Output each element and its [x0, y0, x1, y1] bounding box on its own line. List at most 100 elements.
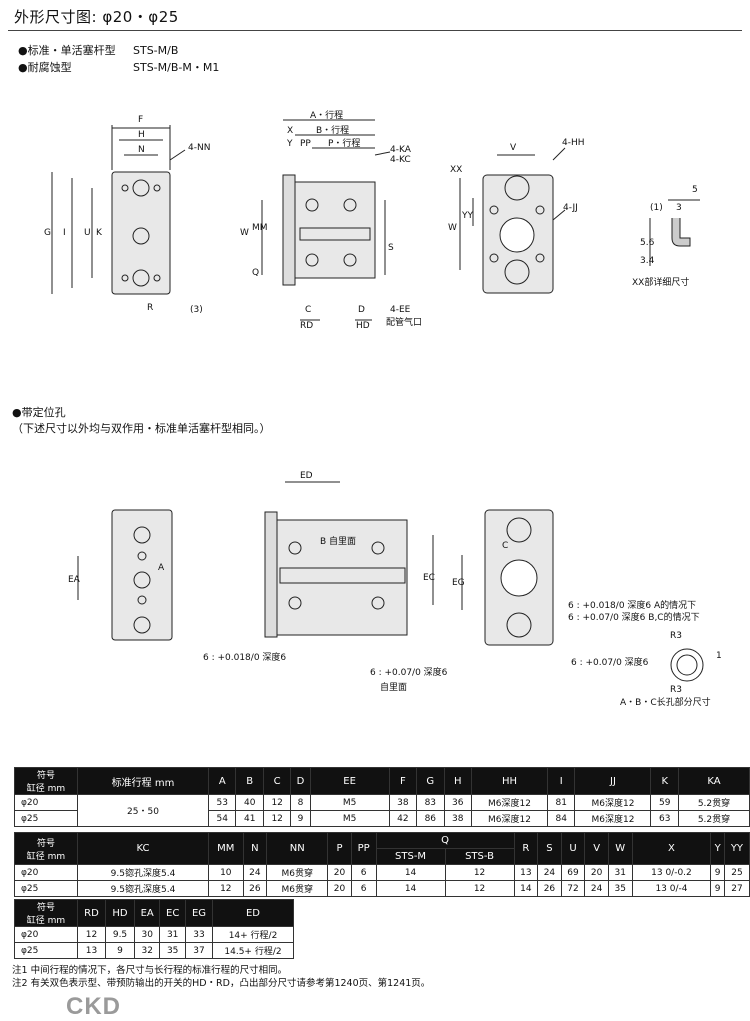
- svg-text:4-KC: 4-KC: [390, 155, 411, 165]
- value-cell: 59: [650, 794, 679, 811]
- spec-table-1: 符号缸径 mm 标准行程 mm A B C D EE F G H HH I JJ…: [14, 767, 750, 827]
- value-cell: 6: [350, 864, 377, 881]
- table-row: φ25 9.5锪孔深度5.4 12 26 M6贯穿 20 6 14 12 14 …: [14, 880, 750, 897]
- table-row: φ25 13 9 32 35 37 14.5+ 行程/2: [14, 942, 294, 959]
- symbol-header: 符号缸径 mm: [14, 767, 78, 795]
- bore-cell: φ25: [14, 810, 78, 827]
- value-cell: 12: [444, 880, 515, 897]
- svg-text:MM: MM: [252, 223, 268, 233]
- svg-text:YY: YY: [461, 211, 473, 221]
- svg-text:A・B・C长孔部分尺寸: A・B・C长孔部分尺寸: [620, 696, 711, 708]
- svg-text:4-JJ: 4-JJ: [563, 203, 578, 213]
- value-cell: 5.2贯穿: [678, 794, 750, 811]
- table-row: φ25 54 41 12 9 M5 42 86 38 M6深度12 84 M6深…: [14, 810, 750, 827]
- svg-text:6 : +0.07/0 深度6: 6 : +0.07/0 深度6: [370, 666, 448, 678]
- svg-text:I: I: [63, 228, 66, 238]
- value-cell: 20: [327, 864, 352, 881]
- svg-text:D: D: [358, 305, 365, 315]
- column-header: X: [631, 832, 712, 865]
- page-title: 外形尺寸图: φ20・φ25: [14, 8, 179, 26]
- value-cell: M6贯穿: [266, 864, 329, 881]
- value-cell: 54: [207, 810, 237, 827]
- spec-table-2: 符号缸径 mm KC MM N NN P PP Q R S U V W X Y …: [14, 832, 750, 897]
- value-cell: 81: [546, 794, 576, 811]
- value-cell: M6深度12: [574, 794, 652, 811]
- value-cell: 84: [546, 810, 576, 827]
- svg-text:Q: Q: [252, 268, 259, 278]
- value-cell: 9.5锪孔深度5.4: [77, 864, 209, 881]
- value-cell: 83: [416, 794, 445, 811]
- value-cell: 12: [208, 880, 244, 897]
- table-row: φ20 9.5锪孔深度5.4 10 24 M6贯穿 20 6 14 12 13 …: [14, 864, 750, 881]
- value-cell: 31: [159, 926, 186, 943]
- value-cell: 38: [443, 810, 473, 827]
- svg-text:(3): (3): [190, 305, 203, 315]
- svg-text:C: C: [305, 305, 311, 315]
- stroke-cell: 25・50: [77, 794, 209, 827]
- value-cell: 9: [290, 810, 311, 827]
- svg-text:4-KA: 4-KA: [390, 145, 412, 155]
- svg-text:5.6: 5.6: [640, 238, 655, 248]
- svg-text:配管气口: 配管气口: [386, 316, 422, 328]
- column-header: Q: [375, 832, 515, 849]
- value-cell: 14.5+ 行程/2: [212, 942, 294, 959]
- svg-text:6 : +0.07/0 深度6: 6 : +0.07/0 深度6: [571, 656, 649, 668]
- svg-text:W: W: [240, 228, 249, 238]
- value-cell: 14: [375, 880, 446, 897]
- bore-cell: φ20: [14, 794, 78, 811]
- value-cell: 5.2贯穿: [678, 810, 750, 827]
- value-cell: 40: [235, 794, 264, 811]
- svg-text:XX: XX: [450, 165, 462, 175]
- value-cell: 31: [607, 864, 633, 881]
- column-header: V: [584, 832, 609, 865]
- svg-text:6 : +0.018/0 深度6: 6 : +0.018/0 深度6: [203, 651, 286, 663]
- value-cell: 53: [207, 794, 237, 811]
- value-cell: 63: [650, 810, 679, 827]
- value-cell: 37: [184, 942, 214, 959]
- value-cell: 13 0/-0.2: [631, 864, 712, 881]
- column-header: R: [513, 832, 539, 865]
- svg-text:4-EE: 4-EE: [390, 305, 411, 315]
- bore-cell: φ25: [14, 942, 78, 959]
- column-header: JJ: [574, 767, 652, 795]
- value-cell: 69: [560, 864, 586, 881]
- svg-text:XX部详细尺寸: XX部详细尺寸: [632, 276, 689, 288]
- value-cell: 86: [416, 810, 445, 827]
- symbol-header: 符号缸径 mm: [14, 899, 78, 927]
- svg-text:A: A: [158, 563, 165, 573]
- column-header: G: [416, 767, 445, 795]
- value-cell: 14+ 行程/2: [212, 926, 294, 943]
- value-cell: 12: [262, 794, 292, 811]
- column-header: S: [537, 832, 562, 865]
- value-cell: 35: [159, 942, 186, 959]
- value-cell: M6深度12: [471, 810, 548, 827]
- column-header: EC: [159, 899, 186, 927]
- value-cell: 72: [560, 880, 586, 897]
- column-header: Y: [710, 832, 725, 865]
- value-cell: 9.5锪孔深度5.4: [77, 880, 209, 897]
- value-cell: M5: [309, 794, 390, 811]
- column-header: RD: [77, 899, 106, 927]
- value-cell: 38: [388, 794, 418, 811]
- q-subheader: STS-M: [375, 848, 446, 865]
- svg-text:EA: EA: [68, 575, 81, 585]
- svg-text:5: 5: [692, 185, 698, 195]
- value-cell: 12: [444, 864, 515, 881]
- value-cell: M6贯穿: [266, 880, 329, 897]
- note-2: 注2 有关双色表示型、带预防输出的开关的HD・RD，凸出部分尺寸请参考第1240…: [12, 978, 431, 989]
- brand-logo: CKD: [66, 993, 121, 1020]
- value-cell: 9.5: [104, 926, 136, 943]
- model-code: STS-M/B: [133, 44, 179, 57]
- value-cell: 24: [537, 864, 562, 881]
- column-header: K: [650, 767, 679, 795]
- svg-text:U: U: [84, 228, 91, 238]
- value-cell: M6深度12: [471, 794, 548, 811]
- svg-text:B・行程: B・行程: [316, 124, 349, 136]
- value-cell: 42: [388, 810, 418, 827]
- value-cell: 24: [242, 864, 268, 881]
- value-cell: 14: [513, 880, 539, 897]
- svg-text:F: F: [138, 115, 143, 125]
- value-cell: 13: [513, 864, 539, 881]
